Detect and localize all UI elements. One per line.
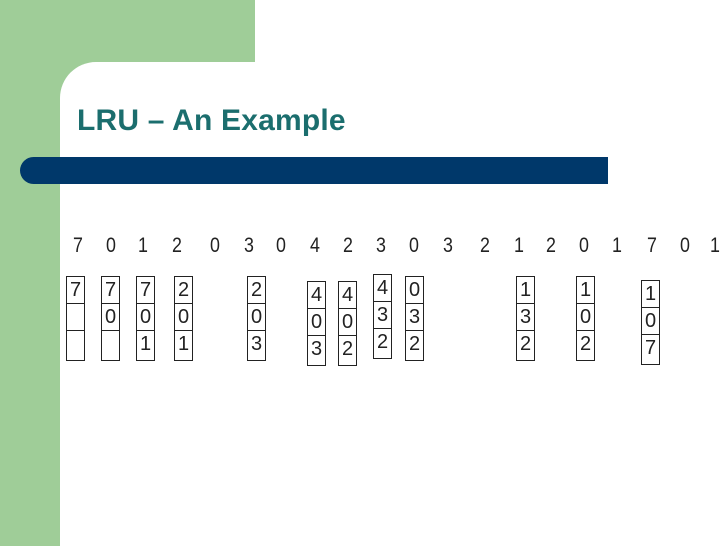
reference-item: 0 xyxy=(210,234,220,257)
frame-cell: 7 xyxy=(137,277,154,304)
frame-cell: 3 xyxy=(250,333,263,355)
frame-cell: 3 xyxy=(406,304,423,331)
reference-item: 1 xyxy=(138,234,148,257)
frame-cell: 2 xyxy=(341,338,354,360)
frame-cell: 2 xyxy=(519,333,532,355)
frame-cell: 2 xyxy=(408,333,421,355)
reference-item: 1 xyxy=(710,234,720,257)
frame-cell: 0 xyxy=(577,304,594,331)
frame-cell: 1 xyxy=(139,333,152,355)
slide-title: LRU – An Example xyxy=(77,104,346,137)
frame-cell xyxy=(102,331,119,358)
reference-item: 0 xyxy=(409,234,419,257)
title-underline-bar xyxy=(20,157,608,184)
frame-cell xyxy=(67,331,84,358)
frame-cell: 3 xyxy=(374,302,391,329)
frame-cell: 0 xyxy=(137,304,154,331)
reference-item: 3 xyxy=(244,234,254,257)
frame-cell: 7 xyxy=(644,337,657,359)
frame-cell: 0 xyxy=(102,304,119,331)
reference-item: 0 xyxy=(106,234,116,257)
frame-cell: 3 xyxy=(310,338,323,360)
frame-column: 7 xyxy=(66,276,85,361)
frame-cell: 1 xyxy=(177,333,190,355)
frame-cell: 1 xyxy=(577,277,594,304)
reference-item: 2 xyxy=(480,234,490,257)
frame-cell xyxy=(67,304,84,331)
frame-cell: 4 xyxy=(339,282,356,309)
frame-cell: 7 xyxy=(67,277,84,304)
reference-item: 7 xyxy=(73,234,83,257)
reference-item: 3 xyxy=(376,234,386,257)
reference-item: 1 xyxy=(514,234,524,257)
reference-item: 2 xyxy=(172,234,182,257)
frame-cell: 4 xyxy=(374,275,391,302)
frame-cell: 0 xyxy=(642,308,659,335)
reference-item: 1 xyxy=(612,234,622,257)
frame-cell: 2 xyxy=(376,331,389,353)
frame-cell: 2 xyxy=(175,277,192,304)
reference-item: 0 xyxy=(579,234,589,257)
frame-cell: 0 xyxy=(308,309,325,336)
frame-cell: 0 xyxy=(175,304,192,331)
reference-item: 2 xyxy=(546,234,556,257)
reference-item: 7 xyxy=(647,234,657,257)
slide-panel xyxy=(60,62,728,546)
frame-cell: 1 xyxy=(517,277,534,304)
frame-cell: 0 xyxy=(406,277,423,304)
frame-cell: 4 xyxy=(308,282,325,309)
frame-cell: 3 xyxy=(517,304,534,331)
reference-item: 0 xyxy=(680,234,690,257)
frame-cell: 1 xyxy=(642,281,659,308)
reference-item: 3 xyxy=(443,234,453,257)
frame-cell: 0 xyxy=(248,304,265,331)
frame-cell: 7 xyxy=(102,277,119,304)
frame-cell: 0 xyxy=(339,309,356,336)
reference-item: 4 xyxy=(310,234,320,257)
frame-cell: 2 xyxy=(248,277,265,304)
reference-item: 0 xyxy=(276,234,286,257)
frame-cell: 2 xyxy=(579,333,592,355)
reference-item: 2 xyxy=(343,234,353,257)
